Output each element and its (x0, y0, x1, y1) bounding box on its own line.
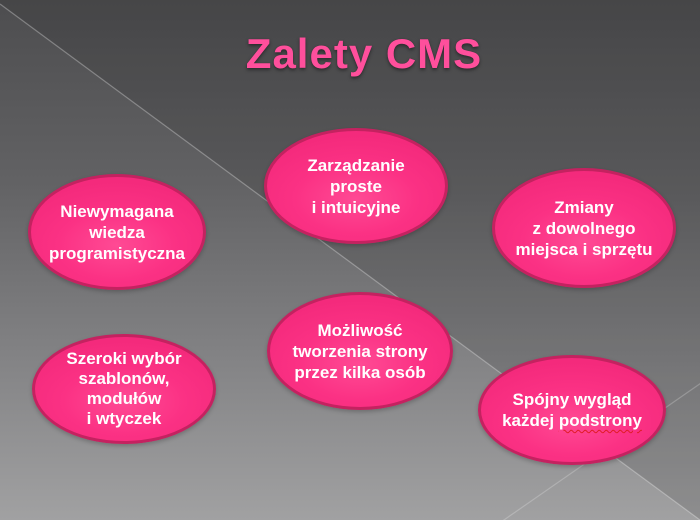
bubble-text-line: wiedza (89, 222, 145, 242)
bubble-text-line: przez kilka osób (294, 362, 426, 382)
bubble-zmiany-z-dowolnego: Zmiany z dowolnego miejsca i sprzętu (492, 168, 676, 288)
bubble-mozliwosc-tworzenia: Możliwość tworzenia strony przez kilka o… (267, 292, 453, 410)
bubble-text-line: Spójny wygląd (512, 390, 632, 409)
bubble-text-word: każdej (502, 411, 555, 430)
bubble-text-line: i wtyczek (86, 409, 162, 428)
bubble-text-line: Zarządzanie (307, 155, 405, 175)
bubble-text-line: programistyczna (48, 243, 186, 263)
bubble-text-line: Zmiany (554, 197, 614, 217)
bubble-text-line: i intuicyjne (311, 197, 401, 217)
bubble-text-line: tworzenia strony (292, 341, 428, 361)
bubble-zarzadzanie-proste: Zarządzanie proste i intuicyjne (264, 128, 448, 244)
bubble-text-line: Niewymagana (60, 201, 174, 221)
bubble-text-line: szablonów, (78, 369, 170, 388)
slide-title: Zalety CMS (245, 30, 483, 77)
bubble-szeroki-wybor: Szeroki wybór szablonów, modułów i wtycz… (32, 334, 216, 444)
bubble-text-line: modułów (86, 389, 162, 408)
bubble-niewymagana-wiedza: Niewymagana wiedza programistyczna (28, 174, 206, 290)
bubble-text-line: proste (330, 176, 382, 196)
misspelled-word-underlined: podstrony (558, 411, 642, 430)
bubble-text-line: z dowolnego (532, 218, 636, 238)
bubble-text-line: miejsca i sprzętu (515, 239, 653, 259)
bubble-text-line: Możliwość (317, 320, 403, 340)
bubble-text-line: Szeroki wybór (66, 349, 182, 368)
